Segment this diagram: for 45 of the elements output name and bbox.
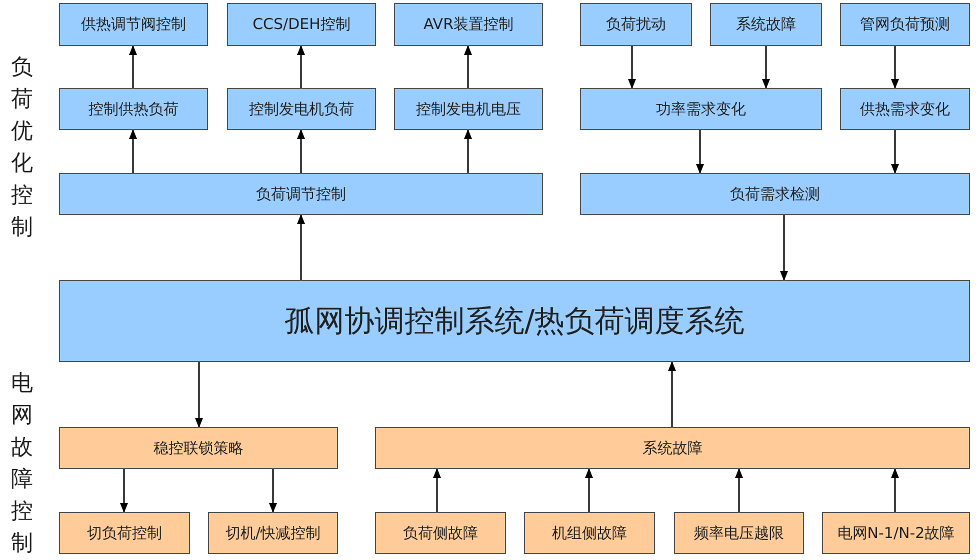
arrow — [195, 362, 203, 428]
arrow — [464, 129, 472, 173]
arrow — [891, 46, 899, 89]
process-box: 控制供热负荷 — [59, 88, 208, 130]
process-box: 供热调节阀控制 — [59, 3, 208, 46]
process-box: 系统故障 — [375, 427, 970, 469]
process-box: 电网N-1/N-2故障 — [822, 512, 970, 554]
process-box: 管网负荷预测 — [840, 3, 970, 46]
arrow — [129, 129, 137, 173]
arrow — [120, 469, 128, 513]
process-box: 控制发电机负荷 — [227, 88, 376, 130]
arrow — [735, 468, 743, 512]
side-label: 电网故障控制 — [10, 370, 34, 558]
arrow — [129, 45, 137, 88]
process-box: 负荷需求检测 — [580, 173, 970, 215]
arrow — [696, 130, 704, 174]
arrow — [780, 215, 788, 281]
process-box: 机组侧故障 — [524, 512, 655, 554]
process-box: AVR装置控制 — [394, 3, 543, 46]
process-box: CCS/DEH控制 — [227, 3, 376, 46]
process-box: 负荷扰动 — [580, 3, 692, 46]
process-box: 频率电压越限 — [674, 512, 804, 554]
arrow — [891, 130, 899, 174]
arrow — [297, 45, 305, 88]
process-box: 切负荷控制 — [59, 512, 190, 554]
process-box: 稳控联锁策略 — [59, 427, 338, 469]
arrow — [585, 468, 593, 512]
arrow — [297, 214, 305, 280]
process-box: 负荷侧故障 — [375, 512, 506, 554]
arrow — [891, 468, 899, 512]
arrow — [464, 45, 472, 88]
process-box: 切机/快减控制 — [208, 512, 338, 554]
process-box: 功率需求变化 — [580, 88, 822, 130]
process-box: 控制发电机电压 — [394, 88, 543, 130]
side-label: 负荷优化控制 — [10, 54, 34, 242]
arrow — [269, 469, 277, 513]
arrow — [297, 129, 305, 173]
arrow — [762, 46, 770, 89]
system-box: 孤网协调控制系统/热负荷调度系统 — [59, 280, 970, 362]
process-box: 系统故障 — [710, 3, 822, 46]
arrow — [628, 46, 636, 89]
arrow — [433, 468, 441, 512]
arrow — [668, 361, 676, 427]
process-box: 供热需求变化 — [840, 88, 970, 130]
process-box: 负荷调节控制 — [59, 173, 543, 215]
